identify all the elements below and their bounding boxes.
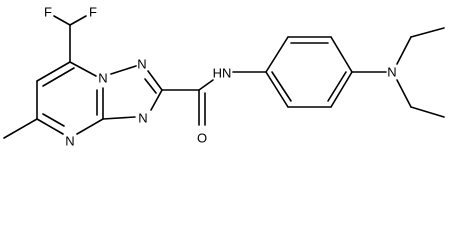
- bond: [271, 71, 292, 102]
- fluorine-label: F: [44, 5, 52, 20]
- bond: [3, 118, 38, 139]
- bond: [327, 71, 347, 102]
- bond: [144, 78, 157, 94]
- bond: [42, 67, 75, 87]
- bond: [265, 36, 289, 73]
- bond: [102, 116, 136, 120]
- fluorine-label: F: [89, 5, 97, 20]
- bond: [42, 113, 65, 127]
- structure-diagram: F F N N N N HN O N: [3, 5, 445, 149]
- nitrogen-label: N: [65, 134, 74, 149]
- bond: [198, 79, 214, 91]
- bond: [265, 71, 289, 108]
- bond: [150, 89, 163, 111]
- bond: [36, 118, 64, 135]
- molecule-canvas: F F N N N N HN O N: [3, 5, 445, 149]
- bond: [69, 61, 97, 77]
- bond: [330, 71, 353, 108]
- nitrogen-label: N: [137, 57, 146, 72]
- bond: [410, 106, 445, 118]
- amine-nitrogen-label: N: [387, 65, 396, 80]
- bond: [53, 15, 71, 26]
- bond: [110, 65, 137, 75]
- bond: [36, 61, 71, 82]
- bond: [69, 15, 87, 26]
- bond: [396, 36, 412, 65]
- oxygen-label: O: [197, 131, 207, 146]
- nitrogen-label: N: [138, 111, 147, 126]
- bond: [76, 118, 104, 135]
- bond: [396, 79, 412, 108]
- nitrogen-label: N: [98, 71, 107, 86]
- amide-nh-label: HN: [213, 66, 232, 81]
- bond-lines: [3, 15, 445, 139]
- atom-labels: F F N N N N HN O N: [44, 5, 397, 149]
- bond: [147, 70, 163, 91]
- bond: [330, 36, 353, 73]
- bond: [410, 27, 445, 38]
